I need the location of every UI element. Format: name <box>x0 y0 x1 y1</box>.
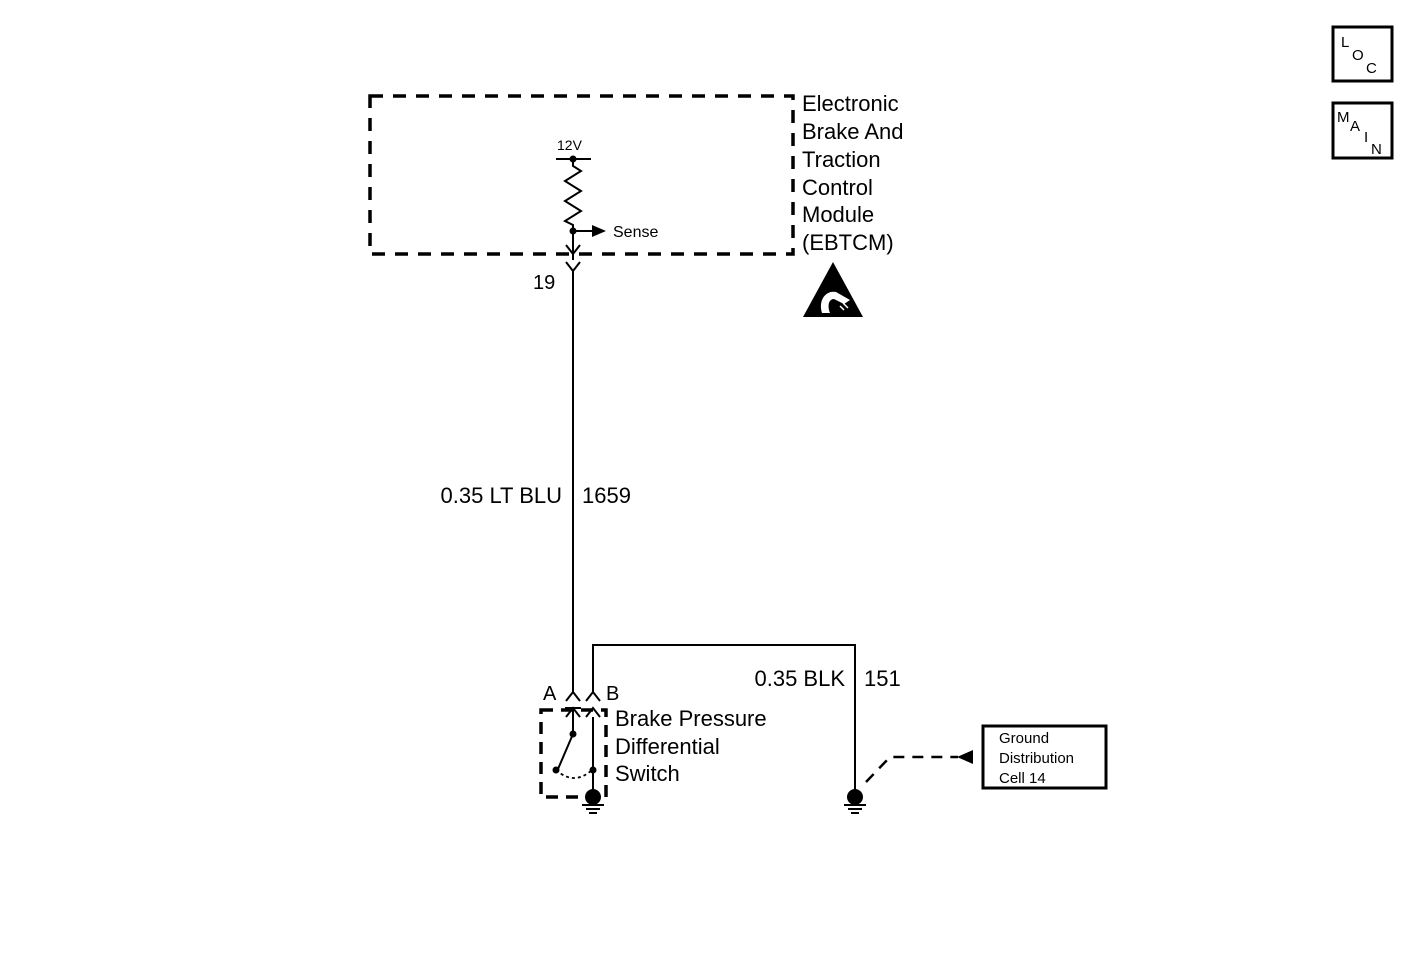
svg-text:Cell 14: Cell 14 <box>999 770 1046 787</box>
switch-label: Brake Pressure Differential Switch <box>615 706 767 786</box>
svg-text:C: C <box>1366 60 1377 77</box>
svg-text:N: N <box>1371 141 1382 158</box>
svg-text:Distribution: Distribution <box>999 750 1074 767</box>
main-button[interactable]: M A I N <box>1331 101 1394 160</box>
svg-text:Differential: Differential <box>615 734 720 759</box>
svg-text:19: 19 <box>533 272 555 294</box>
esd-warning-icon <box>803 262 863 317</box>
svg-text:Ground: Ground <box>999 730 1049 747</box>
svg-text:Brake Pressure: Brake Pressure <box>615 706 767 731</box>
switch-connector: A B <box>543 683 619 718</box>
internal-pullup-circuit: 12V Sense <box>556 137 658 260</box>
ebtcm-label: Electronic Brake And Traction Control Mo… <box>802 91 904 255</box>
ground-reference-pointer <box>865 750 973 783</box>
wire-151: 0.35 BLK 151 <box>592 644 901 790</box>
ebtcm-module-box <box>368 94 795 256</box>
loc-button[interactable]: L O C <box>1331 25 1394 83</box>
pin-b-label: B <box>606 683 619 705</box>
switch-contacts <box>552 717 597 797</box>
svg-text:M: M <box>1337 109 1350 126</box>
svg-text:Traction: Traction <box>802 147 881 172</box>
sense-label: Sense <box>613 224 658 241</box>
svg-text:Control: Control <box>802 175 873 200</box>
svg-text:Brake And: Brake And <box>802 119 904 144</box>
svg-text:Module: Module <box>802 202 874 227</box>
svg-text:I: I <box>1364 129 1368 146</box>
ground-distribution-link[interactable]: Ground Distribution Cell 14 <box>981 724 1108 790</box>
ground-151-icon <box>844 789 866 814</box>
pin-a-label: A <box>543 683 557 705</box>
wire-151-circuit-label: 151 <box>864 666 901 691</box>
svg-text:Switch: Switch <box>615 761 680 786</box>
wire-1659-gauge-label: 0.35 LT BLU <box>441 483 562 508</box>
wire-1659: 0.35 LT BLU 1659 <box>441 271 631 692</box>
voltage-label: 12V <box>557 137 583 153</box>
wire-151-gauge-label: 0.35 BLK <box>754 666 845 691</box>
switch-box <box>539 708 608 799</box>
svg-text:(EBTCM): (EBTCM) <box>802 230 894 255</box>
wire-1659-circuit-label: 1659 <box>582 483 631 508</box>
svg-text:Electronic: Electronic <box>802 91 899 116</box>
svg-text:A: A <box>1350 118 1360 135</box>
svg-text:L: L <box>1341 34 1349 51</box>
svg-text:O: O <box>1352 47 1364 64</box>
switch-ground-icon <box>582 789 604 814</box>
